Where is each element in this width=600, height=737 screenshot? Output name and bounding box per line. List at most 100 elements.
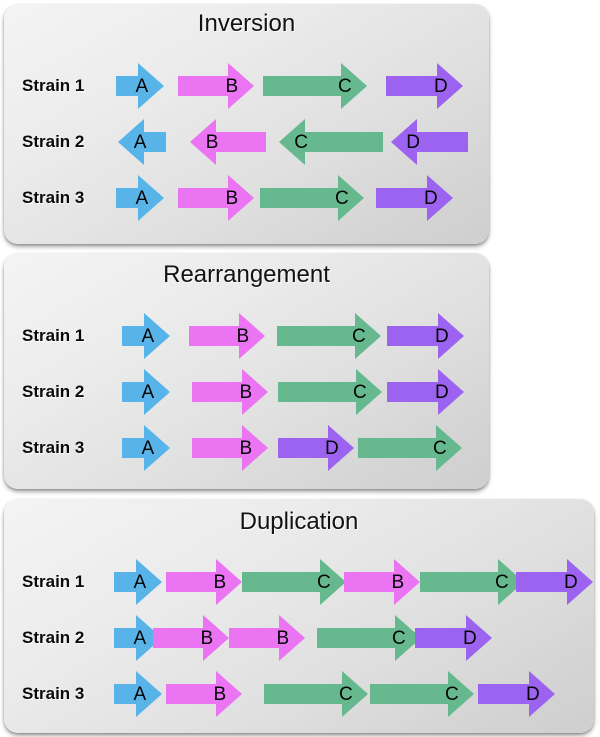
gene-letter: A xyxy=(134,132,147,153)
arrow-shape-right xyxy=(387,313,464,359)
arrow-shape-right xyxy=(264,671,368,717)
gene-arrow-b-2: B xyxy=(166,671,242,717)
gene-arrow-a-1: A xyxy=(122,425,170,471)
gene-letter: B xyxy=(237,326,250,347)
gene-letter: C xyxy=(495,572,509,593)
gene-letter: A xyxy=(134,684,147,705)
gene-arrow-a-1: A xyxy=(118,119,166,165)
gene-arrow-d-4: D xyxy=(376,175,453,221)
gene-arrow-c-4: C xyxy=(358,425,462,471)
gene-letter: C xyxy=(433,438,447,459)
gene-arrow-a-1: A xyxy=(122,313,170,359)
gene-arrow-b-2: B xyxy=(189,313,265,359)
gene-letter: B xyxy=(201,628,214,649)
gene-letter: C xyxy=(353,382,367,403)
gene-arrow-b-2: B xyxy=(166,559,242,605)
arrow-shape-right xyxy=(242,559,346,605)
arrow-shape-right xyxy=(122,425,170,471)
row-label-rearrangement-1: Strain 1 xyxy=(22,326,85,345)
arrow-shape-right xyxy=(178,175,254,221)
gene-letter: D xyxy=(435,326,449,347)
gene-arrow-c-3: C xyxy=(278,369,382,415)
gene-letter: B xyxy=(240,382,253,403)
gene-letter: A xyxy=(142,326,155,347)
gene-letter: D xyxy=(424,188,438,209)
gene-letter: D xyxy=(463,628,477,649)
arrow-shape-right xyxy=(178,63,254,109)
gene-arrow-d-4: D xyxy=(391,119,468,165)
arrow-shape-right xyxy=(114,671,162,717)
arrow-shape-right xyxy=(166,559,242,605)
gene-letter: D xyxy=(564,572,578,593)
arrow-shape-right xyxy=(189,313,265,359)
gene-letter: D xyxy=(526,684,540,705)
gene-arrow-c-3: C xyxy=(242,559,346,605)
gene-arrow-b-2: B xyxy=(192,425,268,471)
row-label-rearrangement-2: Strain 2 xyxy=(22,382,85,401)
arrow-shape-right xyxy=(114,559,162,605)
gene-arrow-b-3: B xyxy=(229,615,305,661)
arrow-shape-right xyxy=(387,369,464,415)
arrow-shape-right xyxy=(122,369,170,415)
gene-letter: C xyxy=(352,326,366,347)
row-label-inversion-2: Strain 2 xyxy=(22,132,85,151)
gene-arrow-b-4: B xyxy=(344,559,420,605)
gene-arrow-c-5: C xyxy=(420,559,524,605)
arrow-shape-left xyxy=(391,119,468,165)
gene-letter: B xyxy=(392,572,405,593)
gene-letter: A xyxy=(136,188,149,209)
gene-letter: D xyxy=(435,382,449,403)
arrow-shape-right xyxy=(370,671,474,717)
gene-arrow-d-4: D xyxy=(387,313,464,359)
gene-letter: B xyxy=(214,572,227,593)
gene-letter: B xyxy=(226,76,239,97)
gene-arrow-a-1: A xyxy=(122,369,170,415)
panel-title-duplication: Duplication xyxy=(239,508,359,535)
arrow-shape-left xyxy=(279,119,383,165)
gene-arrow-c-3: C xyxy=(260,175,364,221)
gene-letter: C xyxy=(338,76,352,97)
gene-arrow-d-3: D xyxy=(278,425,354,471)
gene-arrow-a-1: A xyxy=(114,559,162,605)
arrow-shape-right xyxy=(386,63,463,109)
gene-letter: B xyxy=(277,628,290,649)
row-label-inversion-3: Strain 3 xyxy=(22,188,85,207)
arrow-shape-right xyxy=(192,369,268,415)
gene-arrow-d-5: D xyxy=(478,671,555,717)
gene-letter: A xyxy=(142,438,155,459)
gene-arrow-b-2: B xyxy=(178,175,254,221)
gene-letter: B xyxy=(214,684,227,705)
arrow-shape-right xyxy=(344,559,420,605)
arrow-shape-right xyxy=(192,425,268,471)
arrow-shape-right xyxy=(229,615,305,661)
gene-letter: C xyxy=(317,572,331,593)
arrow-shape-right xyxy=(415,615,492,661)
arrow-shape-right xyxy=(277,313,381,359)
gene-letter: D xyxy=(406,132,420,153)
gene-letter: A xyxy=(134,572,147,593)
gene-letter: C xyxy=(392,628,406,649)
arrow-shape-right xyxy=(317,615,421,661)
arrow-shape-left xyxy=(118,119,166,165)
arrow-shape-right xyxy=(263,63,367,109)
gene-letter: B xyxy=(226,188,239,209)
arrow-shape-right xyxy=(260,175,364,221)
gene-arrow-c-3: C xyxy=(279,119,383,165)
panel-title-inversion: Inversion xyxy=(197,10,296,37)
gene-letter: A xyxy=(134,628,147,649)
gene-arrow-a-1: A xyxy=(114,671,162,717)
gene-arrow-c-3: C xyxy=(263,63,367,109)
arrow-shape-right xyxy=(153,615,229,661)
arrow-shape-left xyxy=(190,119,266,165)
gene-arrow-c-3: C xyxy=(277,313,381,359)
gene-letter: D xyxy=(434,76,448,97)
gene-arrow-c-4: C xyxy=(370,671,474,717)
gene-arrow-b-2: B xyxy=(190,119,266,165)
arrow-shape-right xyxy=(166,671,242,717)
arrow-shape-right xyxy=(358,425,462,471)
arrow-shape-right xyxy=(116,175,164,221)
